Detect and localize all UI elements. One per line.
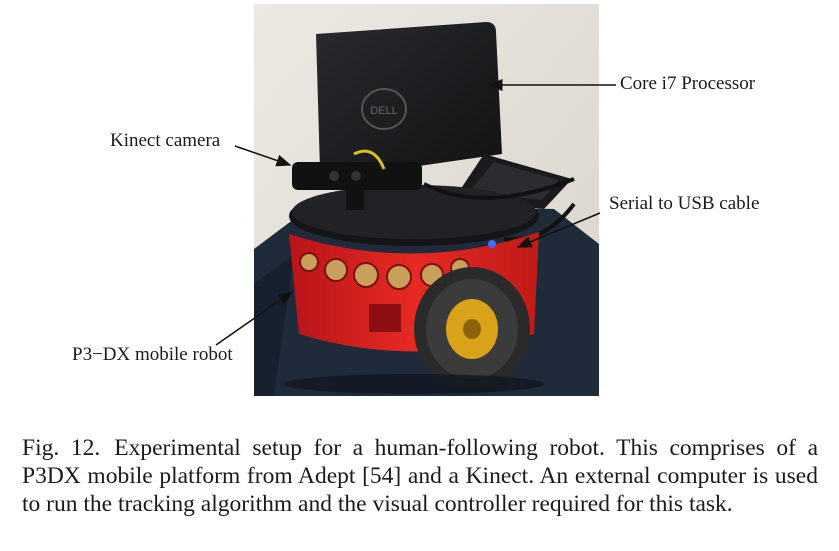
- serial-usb-label: Serial to USB cable: [609, 193, 760, 214]
- figure: DELL: [72, 4, 760, 396]
- figure-caption: Fig. 12.Experimental setup for a human-f…: [22, 434, 818, 518]
- caption-text: Experimental setup for a human-following…: [22, 435, 818, 517]
- core-processor-label: Core i7 Processor: [620, 73, 756, 94]
- robot-photo: DELL: [254, 4, 599, 396]
- p3dx-label: P3−DX mobile robot: [72, 344, 233, 365]
- figure-number: Fig. 12.: [22, 435, 101, 461]
- laptop-logo: DELL: [370, 105, 398, 117]
- kinect-label: Kinect camera: [110, 130, 221, 151]
- robot-illustration: DELL: [254, 4, 599, 396]
